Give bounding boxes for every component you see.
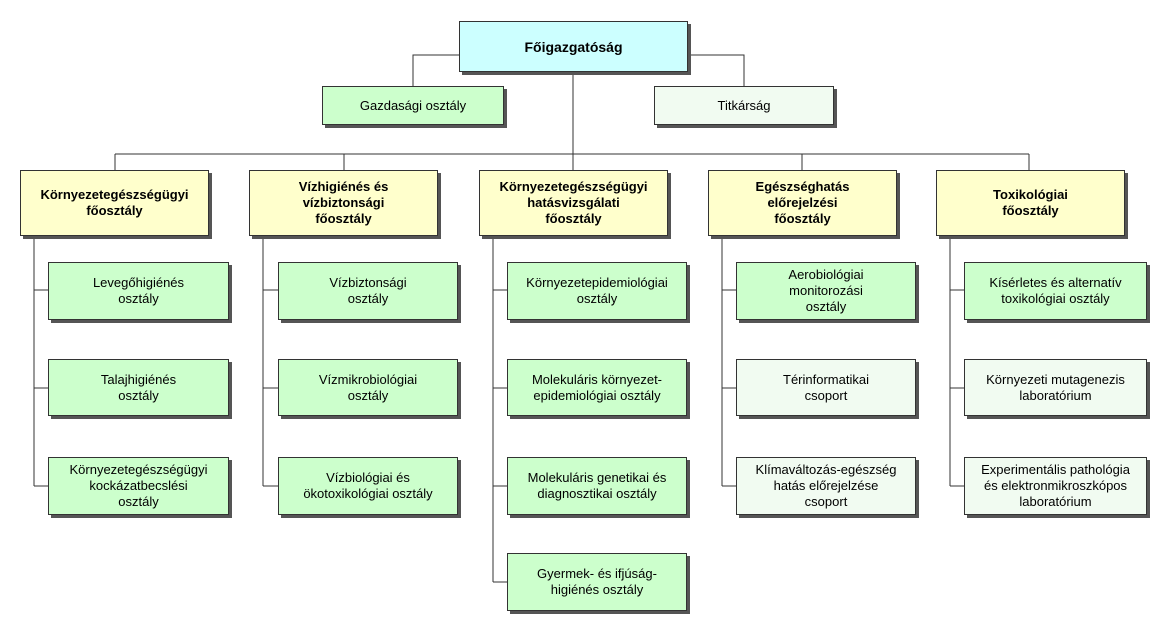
division-title: Egészséghatás előrejelzési főosztály [755,179,850,226]
unit-box: Vízmikrobiológiai osztály [278,359,458,416]
unit-box: Környezetegészségügyi kockázatbecslési o… [48,457,229,515]
unit-box: Térinformatikai csoport [736,359,916,416]
unit-box: Vízbiztonsági osztály [278,262,458,320]
unit-box: Környezetepidemiológiai osztály [507,262,687,320]
secretariat-label: Titkárság [717,97,771,113]
unit-label: Térinformatikai csoport [783,371,869,403]
unit-label: Környezeti mutagenezis laboratórium [986,371,1125,403]
unit-box: Aerobiológiai monitorozási osztály [736,262,916,320]
director-general-label: Főigazgatóság [524,38,623,55]
finance-department-label: Gazdasági osztály [359,97,467,113]
unit-box: Klímaváltozás-egészség hatás előrejelzés… [736,457,916,515]
unit-label: Vízmikrobiológiai osztály [318,371,418,403]
division-box-2: Vízhigiénés és vízbiztonsági főosztály [249,170,438,236]
division-box-5: Toxikológiai főosztály [936,170,1125,236]
division-box-3: Környezetegészségügyi hatásvizsgálati fő… [479,170,668,236]
unit-box: Gyermek- és ifjúság- higiénés osztály [507,553,687,611]
unit-box: Környezeti mutagenezis laboratórium [964,359,1147,416]
unit-label: Experimentális pathológia és elektronmik… [981,462,1130,509]
unit-label: Klímaváltozás-egészség hatás előrejelzés… [755,462,897,509]
unit-box: Experimentális pathológia és elektronmik… [964,457,1147,515]
division-box-1: Környezetegészségügyi főosztály [20,170,209,236]
unit-label: Vízbiológiai és ökotoxikológiai osztály [303,470,433,501]
unit-box: Molekuláris genetikai és diagnosztikai o… [507,457,687,515]
unit-label: Molekuláris környezet- epidemiológiai os… [531,371,663,403]
unit-label: Talajhigiénés osztály [100,371,177,403]
finance-department-box: Gazdasági osztály [322,86,504,125]
director-general-box: Főigazgatóság [459,21,688,72]
unit-label: Gyermek- és ifjúság- higiénés osztály [537,566,657,597]
division-title: Vízhigiénés és vízbiztonsági főosztály [298,179,389,226]
unit-label: Levegőhigiénés osztály [92,275,185,306]
unit-label: Molekuláris genetikai és diagnosztikai o… [527,470,667,501]
division-title: Környezetegészségügyi hatásvizsgálati fő… [499,179,648,226]
division-box-4: Egészséghatás előrejelzési főosztály [708,170,897,236]
unit-label: Aerobiológiai monitorozási osztály [788,267,864,314]
unit-label: Vízbiztonsági osztály [329,275,407,306]
unit-box: Kísérletes és alternatív toxikológiai os… [964,262,1147,320]
unit-box: Talajhigiénés osztály [48,359,229,416]
unit-box: Molekuláris környezet- epidemiológiai os… [507,359,687,416]
division-title: Toxikológiai főosztály [993,187,1068,218]
unit-label: Környezetegészségügyi kockázatbecslési o… [69,462,208,509]
unit-label: Kísérletes és alternatív toxikológiai os… [989,275,1122,306]
division-title: Környezetegészségügyi főosztály [40,187,189,218]
secretariat-box: Titkárság [654,86,834,125]
unit-box: Vízbiológiai és ökotoxikológiai osztály [278,457,458,515]
unit-box: Levegőhigiénés osztály [48,262,229,320]
unit-label: Környezetepidemiológiai osztály [526,275,668,306]
